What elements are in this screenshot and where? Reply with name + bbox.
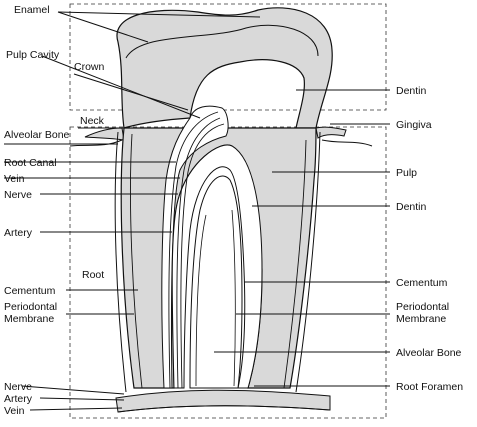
label-alveolar-bone-left: Alveolar Bone — [4, 129, 70, 141]
leader-enamel-1 — [57, 11, 149, 43]
periodontal-right-inner — [283, 139, 307, 389]
periodontal-right-outer — [295, 131, 321, 393]
leader-nerve-bottom — [21, 385, 125, 395]
periodontal-left-inner — [130, 133, 143, 389]
enamel-shape — [116, 7, 333, 129]
label-neck: Neck — [80, 115, 105, 127]
label-root: Root — [82, 269, 104, 281]
label-gingiva: Gingiva — [396, 119, 432, 131]
leader-lines — [4, 11, 390, 411]
leader-crown — [73, 73, 189, 111]
artery-strand — [180, 123, 225, 389]
label-root-foramen: Root Foramen — [396, 381, 463, 393]
label-cementum-left: Cementum — [4, 285, 56, 297]
label-root-canal: Root Canal — [4, 157, 57, 169]
leader-enamel-2 — [57, 11, 261, 18]
label-artery-left: Artery — [4, 227, 33, 239]
label-periodontal-right-2: Membrane — [396, 313, 446, 325]
base-lower-line — [117, 405, 331, 413]
label-periodontal-left-2: Membrane — [4, 313, 54, 325]
label-vein-bottom: Vein — [4, 405, 25, 417]
pulp-cavity-body — [171, 144, 263, 389]
label-pulp-cavity: Pulp Cavity — [6, 49, 60, 61]
leader-vein-bottom — [29, 407, 123, 411]
leader-pulp-cavity — [41, 55, 201, 119]
nerve-strand — [176, 117, 221, 389]
dentin-crown-outline — [125, 24, 319, 59]
alveolar-line-right — [321, 139, 373, 147]
label-dentin-top: Dentin — [396, 85, 427, 97]
leader-artery-bottom — [39, 397, 125, 401]
inter-root-bone — [189, 175, 243, 389]
gingiva-right — [315, 126, 347, 139]
label-vein-left: Vein — [4, 173, 25, 185]
periodontal-mid-right — [231, 209, 236, 387]
label-dentin-mid: Dentin — [396, 201, 427, 213]
label-periodontal-right-1: Periodontal — [396, 301, 449, 313]
vein-strand — [168, 111, 219, 389]
label-nerve-left: Nerve — [4, 189, 32, 201]
crown-region-box — [69, 3, 387, 111]
label-enamel: Enamel — [14, 4, 50, 16]
label-artery-bottom: Artery — [4, 393, 33, 405]
label-alveolar-bone-right: Alveolar Bone — [396, 347, 462, 359]
alveolar-line-left — [69, 139, 123, 147]
label-cementum-right: Cementum — [396, 277, 448, 289]
label-nerve-bottom: Nerve — [4, 381, 32, 393]
label-periodontal-left-1: Periodontal — [4, 301, 57, 313]
periodontal-mid-left — [195, 214, 207, 387]
labels: Enamel Pulp Cavity Crown Dentin Neck Gin… — [4, 4, 463, 417]
periodontal-left-outer — [114, 131, 127, 393]
label-crown: Crown — [74, 61, 105, 73]
label-pulp: Pulp — [396, 167, 417, 179]
